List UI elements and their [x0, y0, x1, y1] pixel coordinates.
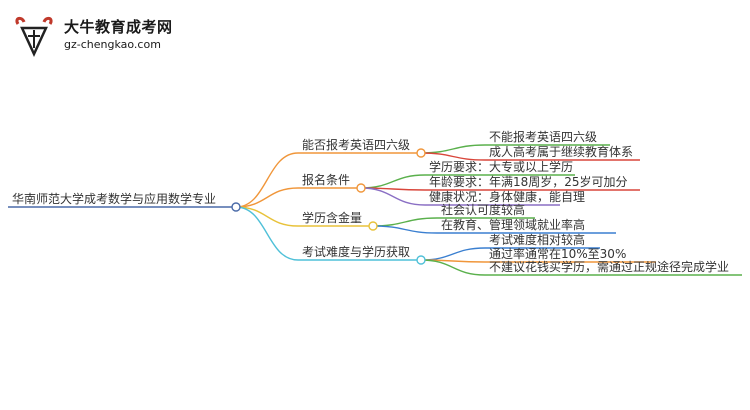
leaf-topic: 健康状况：身体健康，能自理 [429, 189, 585, 204]
branch-topic: 报名条件 [302, 172, 350, 187]
leaf-topic: 通过率通常在10%至30% [489, 246, 626, 261]
branch-topic: 学历含金量 [302, 210, 362, 225]
root-branch-connector [235, 152, 299, 208]
branch-leaf-connector [420, 144, 486, 154]
root-collapse-toggle[interactable] [231, 202, 241, 212]
bull-logo-icon [15, 16, 53, 57]
leaf-topic: 考试难度相对较高 [489, 232, 585, 247]
site-logo: 大牛教育成考网 gz-chengkao.com [12, 12, 172, 60]
branch-leaf-connector [372, 217, 438, 227]
branch-leaf-connector [360, 187, 426, 206]
leaf-topic: 年龄要求：年满18周岁，25岁可加分 [429, 174, 628, 189]
leaf-topic: 成人高考属于继续教育体系 [489, 144, 633, 159]
branch-topic: 考试难度与学历获取 [302, 244, 410, 259]
branch-leaf-connector [372, 225, 438, 234]
root-branch-connector [235, 206, 299, 261]
brand-name: 大牛教育成考网 [64, 18, 173, 36]
root-branch-connector [235, 206, 299, 227]
root-branch-connector [235, 187, 299, 208]
leaf-topic: 在教育、管理领域就业率高 [441, 217, 585, 232]
leaf-topic: 社会认可度较高 [441, 202, 525, 217]
branch-leaf-connector [360, 174, 426, 189]
branch-leaf-connector [420, 247, 486, 261]
root-topic: 华南师范大学成考数学与应用数学专业 [12, 191, 216, 206]
branch-leaf-connector [420, 259, 486, 276]
leaf-topic: 学历要求：大专或以上学历 [429, 159, 573, 174]
branch-collapse-toggle[interactable] [416, 255, 426, 265]
leaf-topic: 不建议花钱买学历，需通过正规途径完成学业 [489, 259, 729, 274]
branch-leaf-connector [420, 152, 486, 161]
branch-collapse-toggle[interactable] [368, 221, 378, 231]
leaf-topic: 不能报考英语四六级 [489, 129, 597, 144]
branch-collapse-toggle[interactable] [356, 183, 366, 193]
site-domain: gz-chengkao.com [64, 38, 161, 51]
branch-collapse-toggle[interactable] [416, 148, 426, 158]
branch-topic: 能否报考英语四六级 [302, 137, 410, 152]
